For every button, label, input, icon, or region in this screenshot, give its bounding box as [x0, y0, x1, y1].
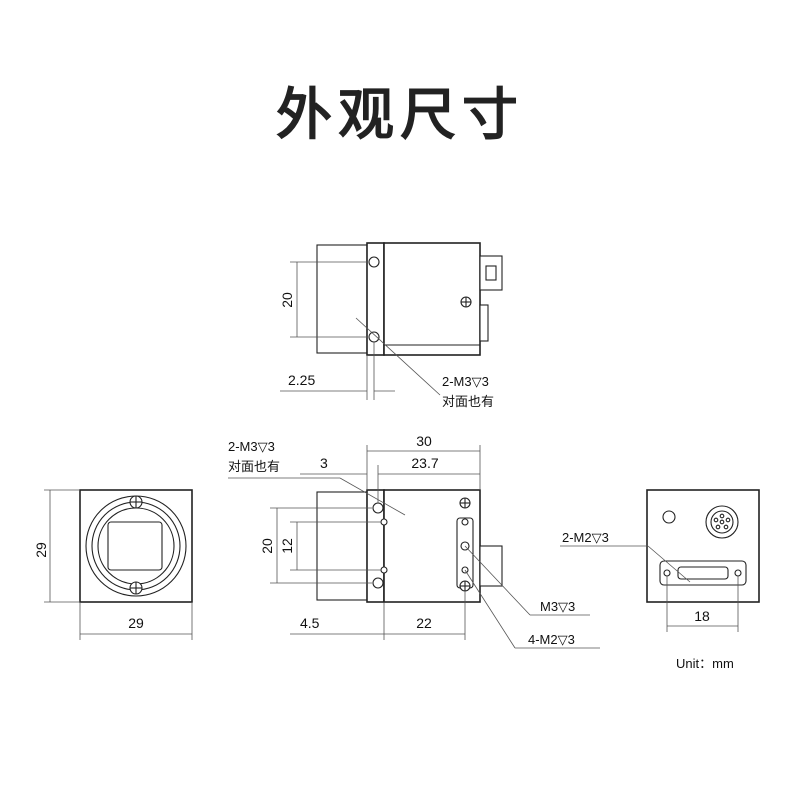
top-height-label: 20 [279, 292, 295, 308]
front-height-label: 29 [33, 542, 49, 558]
top-hole-lower [368, 331, 380, 343]
side-hole-label-1: 2-M3▽3 [228, 439, 275, 454]
top-view: 20 2.25 2-M3▽3 对面也有 [279, 242, 503, 409]
page-title: 外观尺寸 [276, 83, 524, 148]
unit-label: Unit：mm [676, 656, 734, 671]
back-width-label: 18 [694, 608, 710, 624]
top-lens-mount [316, 244, 368, 354]
side-height-outer-label: 20 [259, 538, 275, 554]
back-view: 2-M2▽3 18 Unit：mm [560, 489, 760, 671]
front-view: 29 29 [33, 489, 193, 640]
front-width-label: 29 [128, 615, 144, 631]
side-bottom-right-label: 22 [416, 615, 432, 631]
top-hole-label-1: 2-M3▽3 [442, 374, 489, 389]
back-hole-label: 2-M2▽3 [562, 530, 609, 545]
side-view: 30 3 23.7 2-M3▽3 对面也有 20 12 4.5 22 M3▽3 … [228, 433, 600, 649]
side-offset-label: 3 [320, 455, 328, 471]
top-offset-label: 2.25 [288, 372, 315, 388]
front-sensor [107, 521, 163, 571]
side-bottom-left-label: 4.5 [300, 615, 320, 631]
top-hole-upper [368, 256, 380, 268]
top-connector [479, 255, 503, 291]
top-hole-label-2: 对面也有 [442, 394, 494, 409]
side-m2-label: 4-M2▽3 [528, 632, 575, 647]
side-m3-label: M3▽3 [540, 599, 575, 614]
side-total-label: 30 [416, 433, 432, 449]
back-led [662, 510, 676, 524]
side-body-label: 23.7 [411, 455, 438, 471]
side-hole-label-2: 对面也有 [228, 459, 280, 474]
side-height-inner-label: 12 [279, 538, 295, 554]
side-lens-mount [316, 491, 368, 601]
side-connector [479, 545, 503, 587]
